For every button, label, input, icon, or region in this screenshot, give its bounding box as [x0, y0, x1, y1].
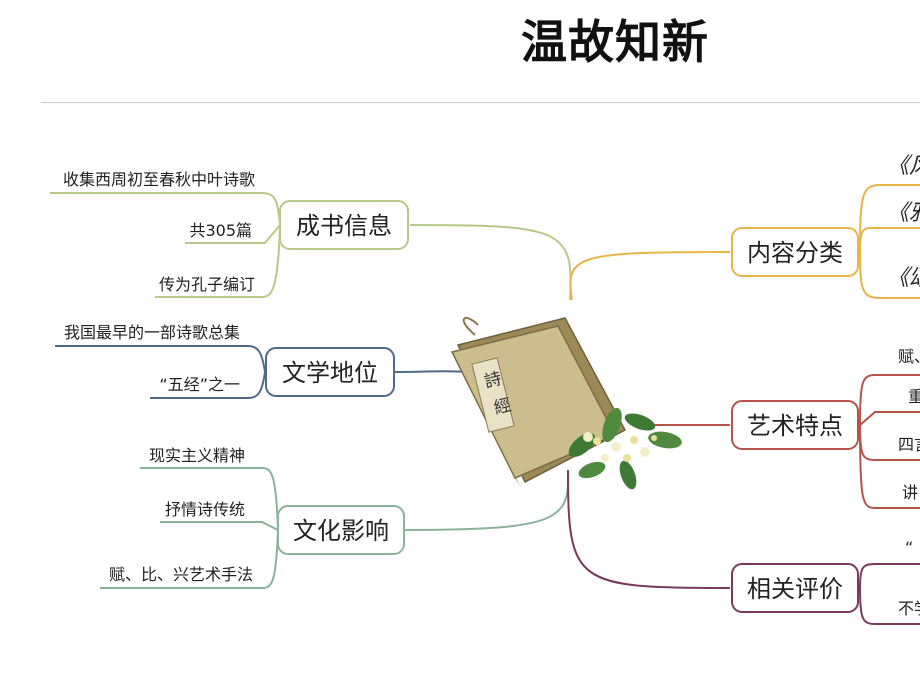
branch-neirong-label: 内容分类	[747, 239, 843, 267]
branch-wenhua: 文化影响	[277, 505, 405, 555]
leaf-line-xiangguan-1	[859, 563, 920, 589]
leaf-line-chengshu-2	[185, 224, 281, 244]
branch-wenhua-label: 文化影响	[293, 517, 389, 545]
book-title-bottom: 經	[492, 395, 513, 419]
branch-neirong: 内容分类	[731, 227, 859, 277]
flower-sprig	[568, 407, 682, 490]
book-cover	[450, 325, 617, 479]
leaf-line-yishu-2	[859, 411, 920, 426]
leaf-line-xiangguan-2	[859, 587, 920, 625]
leaves-right: 《风 《雅 《颂 赋、 重 四言 讲 “ 不学	[887, 154, 920, 618]
branch-xiangguan-label: 相关评价	[747, 575, 843, 603]
leaf-wenhua-1: 现实主义精神	[149, 446, 245, 465]
branch-chengshu: 成书信息	[279, 200, 409, 250]
leaf-yishu-2: 重	[908, 387, 920, 406]
leaf-wenxue-1: 我国最早的一部诗歌总集	[64, 323, 240, 342]
branch-yishu: 艺术特点	[731, 400, 859, 450]
leaf-neirong-3: 《颂	[887, 266, 920, 291]
book-title-top: 詩	[482, 369, 503, 393]
leaves-left: 收集西周初至春秋中叶诗歌 共305篇 传为孔子编订 我国最早的一部诗歌总集 “五…	[63, 170, 255, 584]
branch-wenxue-label: 文学地位	[282, 359, 378, 387]
leaf-line-neirong-2	[859, 227, 920, 253]
connector-chengshu	[409, 224, 572, 301]
leaf-line-wenxue-1	[55, 345, 266, 373]
leaf-line-yishu-1	[859, 374, 920, 426]
leaf-chengshu-3: 传为孔子编订	[159, 275, 255, 294]
connector-neirong	[569, 251, 731, 301]
connector-xiangguan	[567, 469, 731, 589]
branch-xiangguan: 相关评价	[731, 563, 859, 613]
leaf-line-neirong-1	[859, 184, 920, 253]
leaf-neirong-2: 《雅	[887, 201, 920, 226]
leaf-wenhua-2: 抒情诗传统	[165, 500, 245, 519]
leaf-line-wenhua-1	[140, 467, 279, 531]
leaf-line-wenhua-2	[160, 521, 279, 531]
branch-chengshu-label: 成书信息	[296, 212, 392, 240]
leaf-chengshu-1: 收集西周初至春秋中叶诗歌	[63, 170, 255, 189]
branch-yishu-label: 艺术特点	[747, 412, 843, 440]
leaf-yishu-4: 讲	[902, 483, 918, 502]
title-divider	[41, 102, 920, 103]
book-title-slip	[471, 357, 515, 433]
leaf-line-yishu-4	[859, 424, 920, 509]
leaf-xiangguan-2: 不学	[898, 599, 920, 618]
connector-wenhua	[404, 469, 570, 531]
leaf-line-chengshu-3	[155, 224, 281, 298]
leaf-wenhua-3: 赋、比、兴艺术手法	[109, 565, 253, 584]
leaf-neirong-1: 《风	[887, 154, 920, 179]
branch-wenxue: 文学地位	[265, 347, 395, 397]
book-string	[462, 316, 479, 336]
leaf-line-wenxue-2	[150, 371, 266, 399]
leaf-wenxue-2: “五经”之一	[159, 375, 240, 394]
connector-wenxue	[394, 370, 471, 373]
leaf-yishu-3: 四言	[898, 435, 920, 454]
leaf-yishu-1: 赋、	[898, 347, 920, 366]
leaf-line-neirong-3	[859, 251, 920, 299]
leaf-connectors-right	[859, 184, 920, 625]
center-book-illustration: 詩 經	[450, 316, 682, 490]
leaf-chengshu-2: 共305篇	[189, 221, 252, 240]
leaf-xiangguan-1: “	[905, 538, 913, 557]
page-title: 温故知新	[521, 15, 709, 69]
